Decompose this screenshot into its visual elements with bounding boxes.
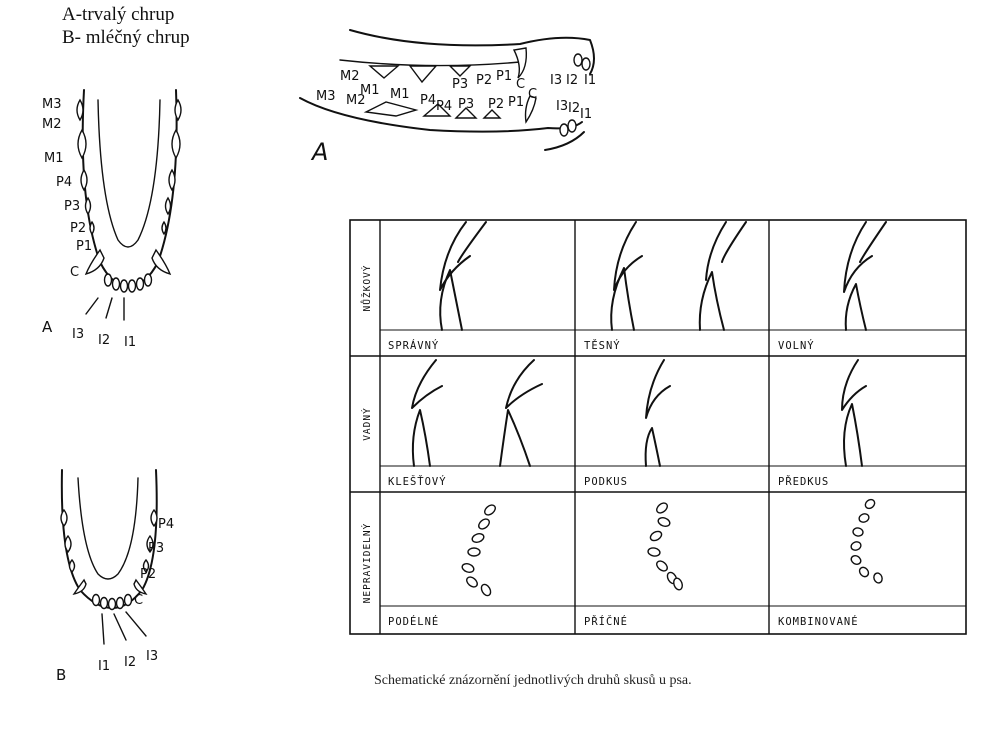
skull-upper-p1: P1 xyxy=(496,69,512,84)
skull-lower-m2: M2 xyxy=(346,93,366,108)
skull-lower-i3: I3 xyxy=(556,99,568,114)
jaw-a-label-c: C xyxy=(70,265,79,280)
skull-upper-m1: M1 xyxy=(360,83,380,98)
cell-label-correct: SPRÁVNÝ xyxy=(388,339,439,352)
skull-letter: A xyxy=(310,138,328,166)
skull-lower-m1: M1 xyxy=(390,87,410,102)
jaw-b-label-p2: P2 xyxy=(140,567,156,582)
bite-combined-drawing xyxy=(850,498,883,584)
jaw-a-label-m3: M3 xyxy=(42,97,62,112)
bite-level-drawing xyxy=(411,359,543,467)
jaw-b-label-p3: P3 xyxy=(148,541,164,556)
skull-upper-c: C xyxy=(516,77,525,92)
bite-overshot-drawing xyxy=(644,359,671,467)
skull-upper-m2: M2 xyxy=(340,69,360,84)
cell-label-undershot: PŘEDKUS xyxy=(778,475,829,488)
jaw-a-label-p4: P4 xyxy=(56,175,72,190)
jaw-a-label-m2: M2 xyxy=(42,117,62,132)
skull-upper-p3: P3 xyxy=(452,77,468,92)
skull-lower-p2: P2 xyxy=(488,97,504,112)
jaw-b-incisor-i1: I1 xyxy=(98,659,110,674)
bite-tight-drawing xyxy=(610,221,747,331)
skull-upper-p2: P2 xyxy=(476,73,492,88)
skull-lower-p4: P4 xyxy=(420,93,436,108)
cell-label-tight: TĚSNÝ xyxy=(584,339,621,352)
skull-lateral-outline xyxy=(299,29,595,151)
jaw-a-label-p3: P3 xyxy=(64,199,80,214)
cell-label-loose: VOLNÝ xyxy=(778,339,815,352)
jaw-b-outline xyxy=(60,469,158,645)
cell-label-transverse: PŘÍČNÉ xyxy=(584,615,628,628)
jaw-b-label-p4: P4 xyxy=(158,517,174,532)
jaw-a-label-p2: P2 xyxy=(70,221,86,236)
skull-lower-m3: M3 xyxy=(316,89,336,104)
skull-upper-i2: I2 xyxy=(566,73,578,88)
legend-deciduous: B- mléčný chrup xyxy=(62,27,190,48)
skull-lower-c: C xyxy=(528,87,537,102)
cell-label-level: KLEŠŤOVÝ xyxy=(388,475,447,488)
jaw-b-letter: B xyxy=(56,666,66,684)
jaw-a-outline xyxy=(76,89,182,321)
jaw-b-label-c: C xyxy=(134,593,143,608)
cell-label-longitudinal: PODÉLNÉ xyxy=(388,615,439,628)
skull-lower-p3: P3 xyxy=(458,97,474,112)
bite-correct-drawing xyxy=(439,221,487,331)
bite-loose-drawing xyxy=(843,221,887,331)
skull-lower-i2: I2 xyxy=(568,101,580,116)
bite-undershot-drawing xyxy=(841,359,867,467)
skull-lower-p1: P1 xyxy=(508,95,524,110)
row-label-faulty: VADNÝ xyxy=(361,407,373,441)
bite-table: SPRÁVNÝ TĚSNÝ VOLNÝ KLEŠŤOVÝ PODKUS PŘED… xyxy=(349,219,967,635)
bite-transverse-drawing xyxy=(647,502,683,591)
skull-lower-p4b: P4 xyxy=(436,99,452,114)
jaw-a-incisor-i3: I3 xyxy=(72,327,84,342)
figure-caption: Schematické znázornění jednotlivých druh… xyxy=(374,673,692,688)
bite-longitudinal-drawing xyxy=(461,504,496,597)
skull-upper-i1: I1 xyxy=(584,73,596,88)
jaw-a-incisor-i2: I2 xyxy=(98,333,110,348)
jaw-a-letter: A xyxy=(42,318,53,336)
legend-permanent: A-trvalý chrup xyxy=(62,4,175,25)
skull-upper-i3: I3 xyxy=(550,73,562,88)
cell-label-overshot: PODKUS xyxy=(584,476,628,488)
skull-lower-i1: I1 xyxy=(580,107,592,122)
row-label-scissor: NŮŽKOVÝ xyxy=(361,264,373,311)
row-label-irregular: NEPRAVIDELNÝ xyxy=(361,523,373,604)
jaw-b-incisor-i3: I3 xyxy=(146,649,158,664)
jaw-a-label-p1: P1 xyxy=(76,239,92,254)
jaw-a-label-m1: M1 xyxy=(44,151,64,166)
jaw-b-incisor-i2: I2 xyxy=(124,655,136,670)
cell-label-combined: KOMBINOVANÉ xyxy=(778,615,859,628)
jaw-a-incisor-i1: I1 xyxy=(124,335,136,350)
